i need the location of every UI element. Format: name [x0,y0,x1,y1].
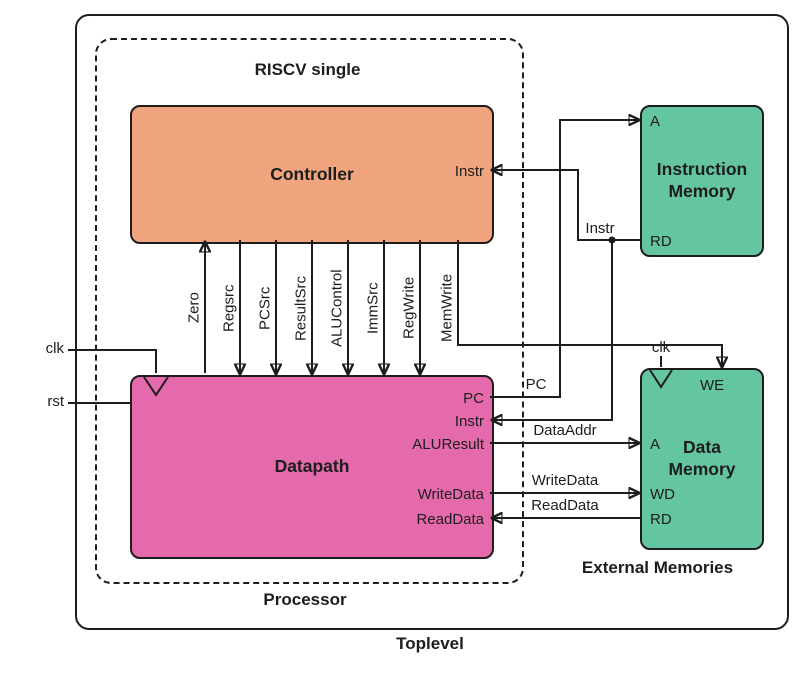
signal-label-zero: Zero [185,292,203,324]
wire-label-dataaddr: DataAddr [533,422,597,439]
datapath-port-aluresult: ALUResult [412,436,484,453]
rst-label: rst [47,393,64,410]
datapath-block: Datapath PC Instr ALUResult WriteData Re… [130,375,494,559]
toplevel-label: Toplevel [396,634,464,653]
processor-label: Processor [263,590,347,609]
data-memory-port-we: WE [700,377,725,394]
signal-label-memwrite: MemWrite [438,273,456,343]
datapath-port-pc: PC [463,390,484,407]
clk-datamem-label: clk [651,339,671,356]
wire-label-readdata: ReadData [531,497,599,514]
toplevel-box [75,14,789,630]
datapath-port-writedata: WriteData [417,486,484,503]
external-memories-label: External Memories [581,558,734,577]
data-memory-title: Data Memory [668,437,736,479]
wire-label-writedata: WriteData [531,472,599,489]
instruction-memory-port-a: A [650,113,661,130]
signal-label-regwrite: RegWrite [400,276,418,340]
data-memory-port-a: A [650,436,661,453]
datapath-port-readdata: ReadData [416,511,484,528]
datapath-title: Datapath [274,456,350,477]
wire-label-pc: PC [525,376,547,393]
clk-label: clk [45,340,64,357]
instruction-memory-port-rd: RD [650,233,672,250]
signal-label-resultsrc: ResultSrc [292,275,310,341]
signal-label-immsrc: ImmSrc [364,282,382,334]
data-memory-block: Data Memory WE A WD RD [640,368,764,550]
controller-block: Controller Instr [130,105,494,244]
signal-label-alucontrol: ALUControl [328,269,346,347]
controller-port-instr: Instr [454,163,484,180]
instruction-memory-title: Instruction Memory [656,159,748,201]
data-memory-port-rd: RD [650,511,672,528]
datapath-port-instr: Instr [454,413,484,430]
wire-label-instr: Instr [585,220,615,237]
signal-label-regsrc: Regsrc [220,284,238,332]
riscv-single-label: RISCV single [254,60,361,79]
signal-label-pcsrc: PCSrc [256,286,274,330]
controller-title: Controller [270,163,354,184]
data-memory-port-wd: WD [650,486,675,503]
instruction-memory-block: Instruction Memory A RD [640,105,764,257]
